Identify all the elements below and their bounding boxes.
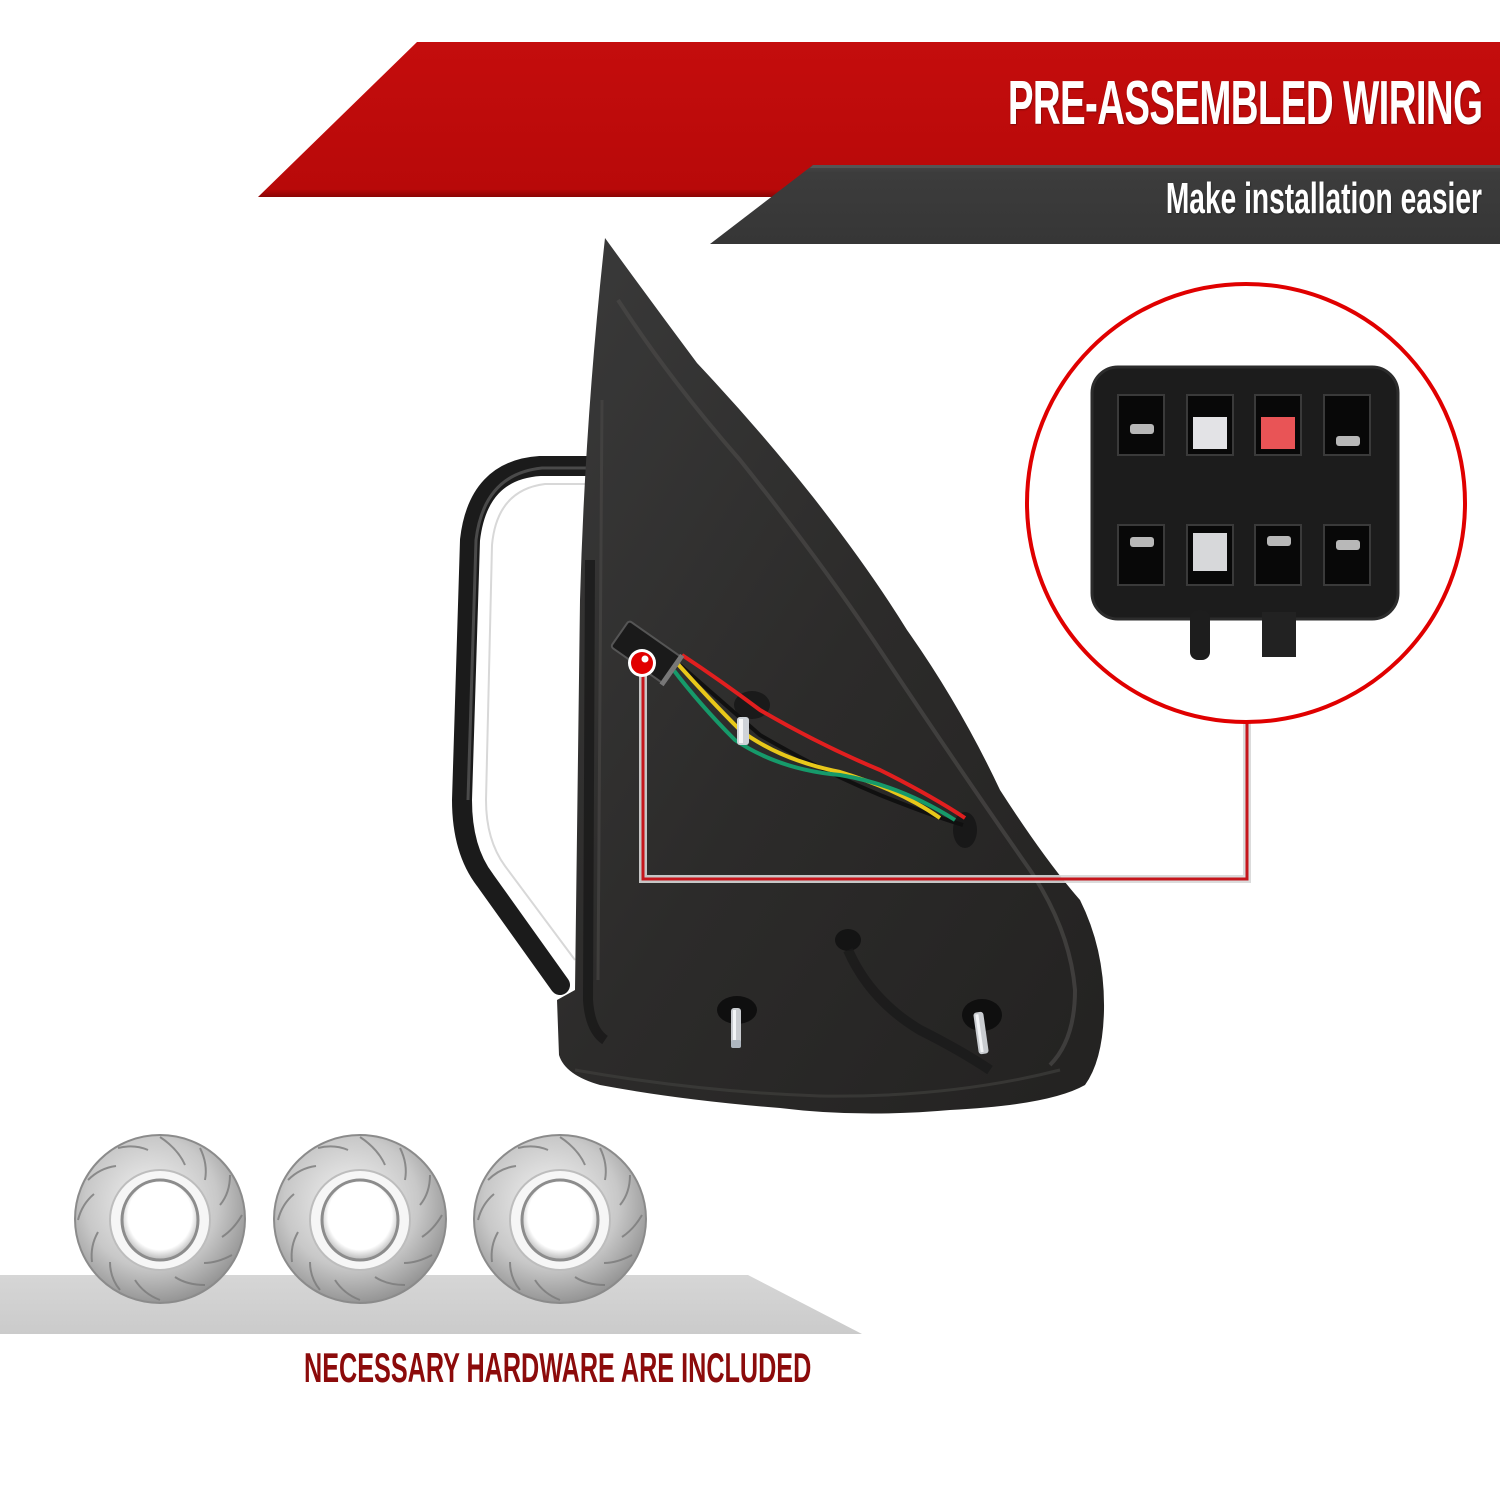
connector-zoom-callout [1025,282,1467,724]
title-banner [258,42,1500,197]
red-dot-marker-icon [628,649,656,677]
callout-leader-line [639,668,1251,883]
connector-pins-bottom-row [1117,524,1371,586]
mirror-body [557,238,1105,1114]
connector-pins-top-row [1117,394,1371,456]
flange-nut-icon-2 [273,1134,447,1304]
mounting-stud-right [962,999,1002,1055]
subtitle-banner [710,165,1500,244]
mirror-arm [452,456,600,995]
mounting-stud-left [717,996,757,1048]
page-subtitle: Make installation easier [1165,174,1482,223]
flange-nut-icon-3 [473,1134,647,1304]
hardware-shelf [0,1275,862,1334]
page-title: PRE-ASSEMBLED WIRING [1007,69,1482,138]
hardware-caption: NECESSARY HARDWARE ARE INCLUDED [304,1344,812,1391]
flange-nut-icon-1 [74,1134,246,1304]
wire-harness [670,653,967,827]
